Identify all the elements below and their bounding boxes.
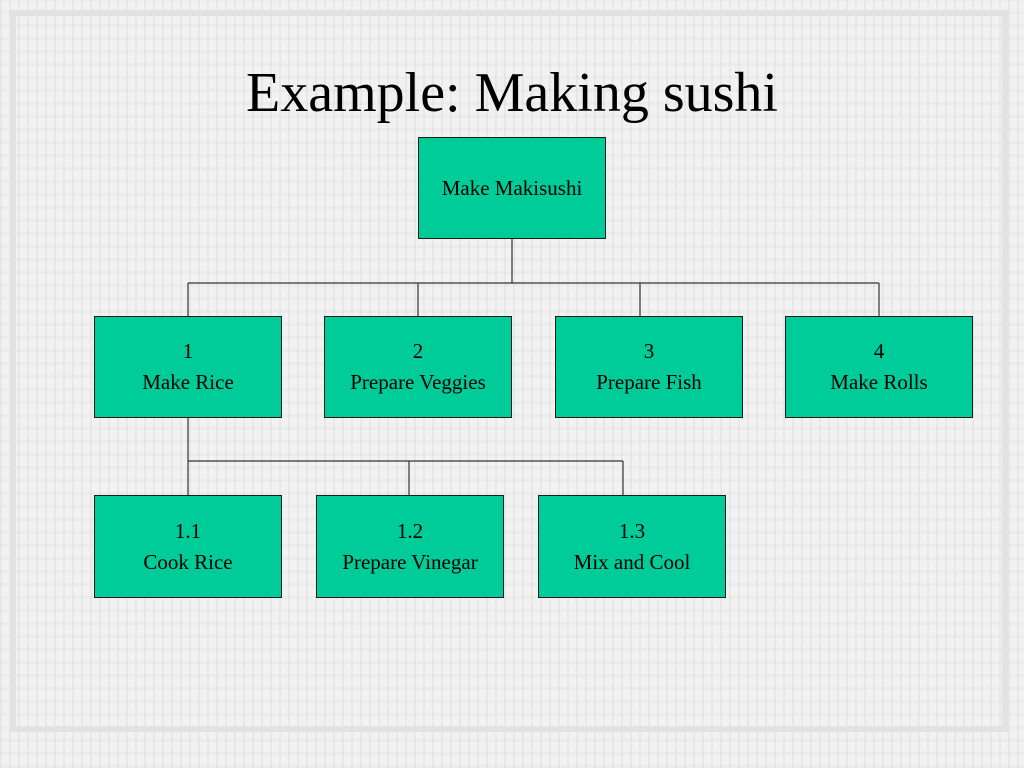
node-number: 2 <box>412 339 424 363</box>
slide-title: Example: Making sushi <box>246 62 778 124</box>
node-label: Prepare Veggies <box>350 370 486 394</box>
node-make-rice: 1 Make Rice <box>94 316 282 418</box>
node-label: Prepare Vinegar <box>342 549 478 574</box>
node-number: 4 <box>873 339 885 363</box>
node-label: Make Rolls <box>830 370 928 394</box>
node-mix-and-cool: 1.3 Mix and Cool <box>538 495 726 598</box>
node-label: Make Rice <box>142 370 234 394</box>
node-label: Mix and Cool <box>573 549 691 574</box>
node-number: 1.3 <box>618 518 646 543</box>
node-make-makisushi: Make Makisushi <box>418 137 606 239</box>
node-make-rolls: 4 Make Rolls <box>785 316 973 418</box>
node-number: 3 <box>643 339 655 363</box>
node-prepare-veggies: 2 Prepare Veggies <box>324 316 512 418</box>
node-cook-rice: 1.1 Cook Rice <box>94 495 282 598</box>
node-label: Prepare Fish <box>596 370 702 394</box>
node-prepare-fish: 3 Prepare Fish <box>555 316 743 418</box>
node-number: 1.1 <box>174 518 202 543</box>
node-prepare-vinegar: 1.2 Prepare Vinegar <box>316 495 504 598</box>
node-label: Make Makisushi <box>441 175 583 200</box>
node-label: Cook Rice <box>143 549 233 574</box>
node-number: 1 <box>182 339 194 363</box>
slide-frame <box>10 10 1008 732</box>
node-number: 1.2 <box>396 518 424 543</box>
